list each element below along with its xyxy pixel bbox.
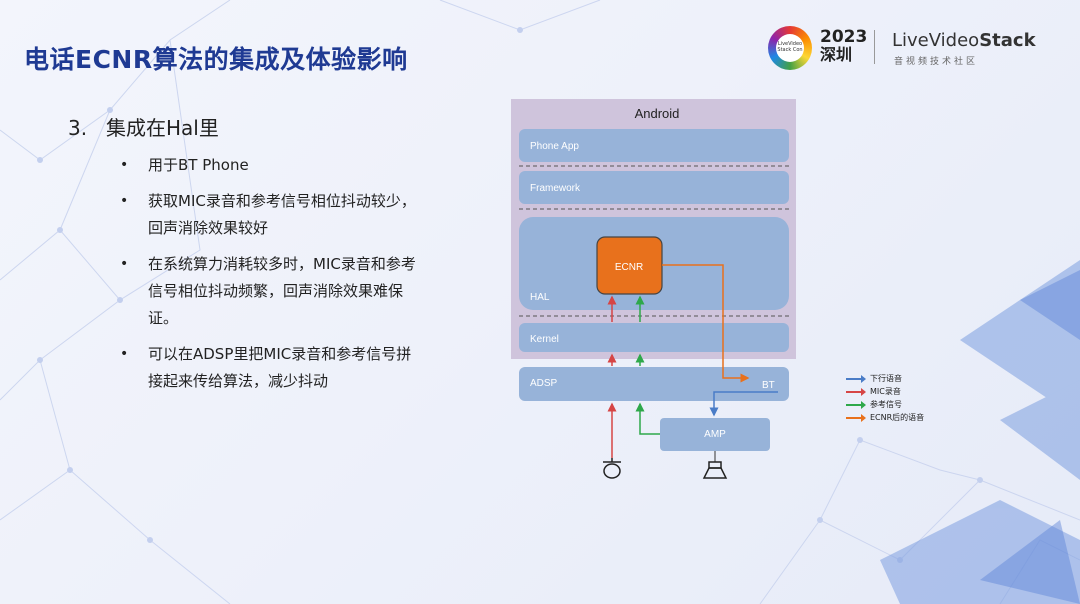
bullet-text: 获取MIC录音和参考信号相位抖动较少，回声消除效果较好 xyxy=(148,192,416,237)
bullet-item: • 获取MIC录音和参考信号相位抖动较少，回声消除效果较好 xyxy=(120,188,420,242)
section-title: 集成在Hal里 xyxy=(106,116,219,140)
kernel-layer xyxy=(519,323,789,352)
phone-app-layer xyxy=(519,129,789,162)
bullet-text: 可以在ADSP里把MIC录音和参考信号拼接起来传给算法，减少抖动 xyxy=(148,345,412,390)
android-label: Android xyxy=(635,106,680,121)
bullet-text: 用于BT Phone xyxy=(148,156,249,174)
microphone-icon xyxy=(603,458,621,479)
badge-text: LiveVideo Stack Con xyxy=(776,34,804,62)
section-number: 3. xyxy=(68,116,88,140)
legend-swatch xyxy=(846,414,866,422)
bullet-item: • 可以在ADSP里把MIC录音和参考信号拼接起来传给算法，减少抖动 xyxy=(120,341,420,395)
kernel-label: Kernel xyxy=(530,334,559,345)
legend-label: 参考信号 xyxy=(870,400,902,409)
logo-subtitle: 音视频技术社区 xyxy=(894,57,979,67)
hal-label: HAL xyxy=(530,292,550,303)
bullet-list: • 用于BT Phone • 获取MIC录音和参考信号相位抖动较少，回声消除效果较好… xyxy=(120,152,420,404)
adsp-label: ADSP xyxy=(530,378,558,389)
bullet-item: • 在系统算力消耗较多时，MIC录音和参考信号相位抖动频繁，回声消除效果难保证。 xyxy=(120,251,420,332)
adsp-block xyxy=(519,367,789,401)
legend-swatch xyxy=(846,375,866,383)
bullet-icon: • xyxy=(120,256,129,272)
logo-divider xyxy=(874,30,875,64)
bullet-icon: • xyxy=(120,193,129,209)
reference-signal-path xyxy=(635,295,660,435)
bullet-icon: • xyxy=(120,157,129,173)
legend-label: 下行语音 xyxy=(870,374,902,383)
legend-item: 下行语音 xyxy=(846,372,924,385)
legend-swatch xyxy=(846,401,866,409)
slide-title: 电话ECNR算法的集成及体验影响 xyxy=(24,45,408,74)
reference-arrow xyxy=(635,402,660,435)
section-heading: 3. 集成在Hal里 xyxy=(68,112,219,141)
logo-year: 2023 xyxy=(820,27,868,47)
speaker-icon xyxy=(702,461,728,479)
framework-label: Framework xyxy=(530,183,581,194)
amp-block xyxy=(660,418,770,451)
bt-label: BT xyxy=(762,380,775,391)
legend-label: MIC录音 xyxy=(870,387,901,396)
event-logo: LiveVideo Stack Con 2023 深圳 LiveVideoSta… xyxy=(768,24,1038,72)
framework-layer xyxy=(519,171,789,204)
bullet-text: 在系统算力消耗较多时，MIC录音和参考信号相位抖动频繁，回声消除效果难保证。 xyxy=(148,255,416,327)
diagram-legend: 下行语音 MIC录音 参考信号 ECNR后的语音 xyxy=(846,372,924,424)
legend-item: 参考信号 xyxy=(846,398,924,411)
legend-item: ECNR后的语音 xyxy=(846,411,924,424)
legend-item: MIC录音 xyxy=(846,385,924,398)
bullet-item: • 用于BT Phone xyxy=(120,152,420,179)
legend-label: ECNR后的语音 xyxy=(870,413,925,422)
brand-prefix: Live xyxy=(892,30,929,51)
downlink-path xyxy=(709,391,778,417)
logo-city: 深圳 xyxy=(820,45,853,64)
livevideostack-badge-icon: LiveVideo Stack Con xyxy=(768,26,812,70)
phone-app-label: Phone App xyxy=(530,141,579,152)
legend-swatch xyxy=(846,388,866,396)
logo-brand: LiveVideoStack xyxy=(892,30,1036,51)
ecnr-label: ECNR xyxy=(615,262,643,273)
brand-mid: Video xyxy=(928,30,980,51)
ecnr-output-path xyxy=(662,264,750,383)
bullet-icon: • xyxy=(120,346,129,362)
brand-suffix: Stack xyxy=(979,30,1036,51)
amp-label: AMP xyxy=(704,429,726,440)
